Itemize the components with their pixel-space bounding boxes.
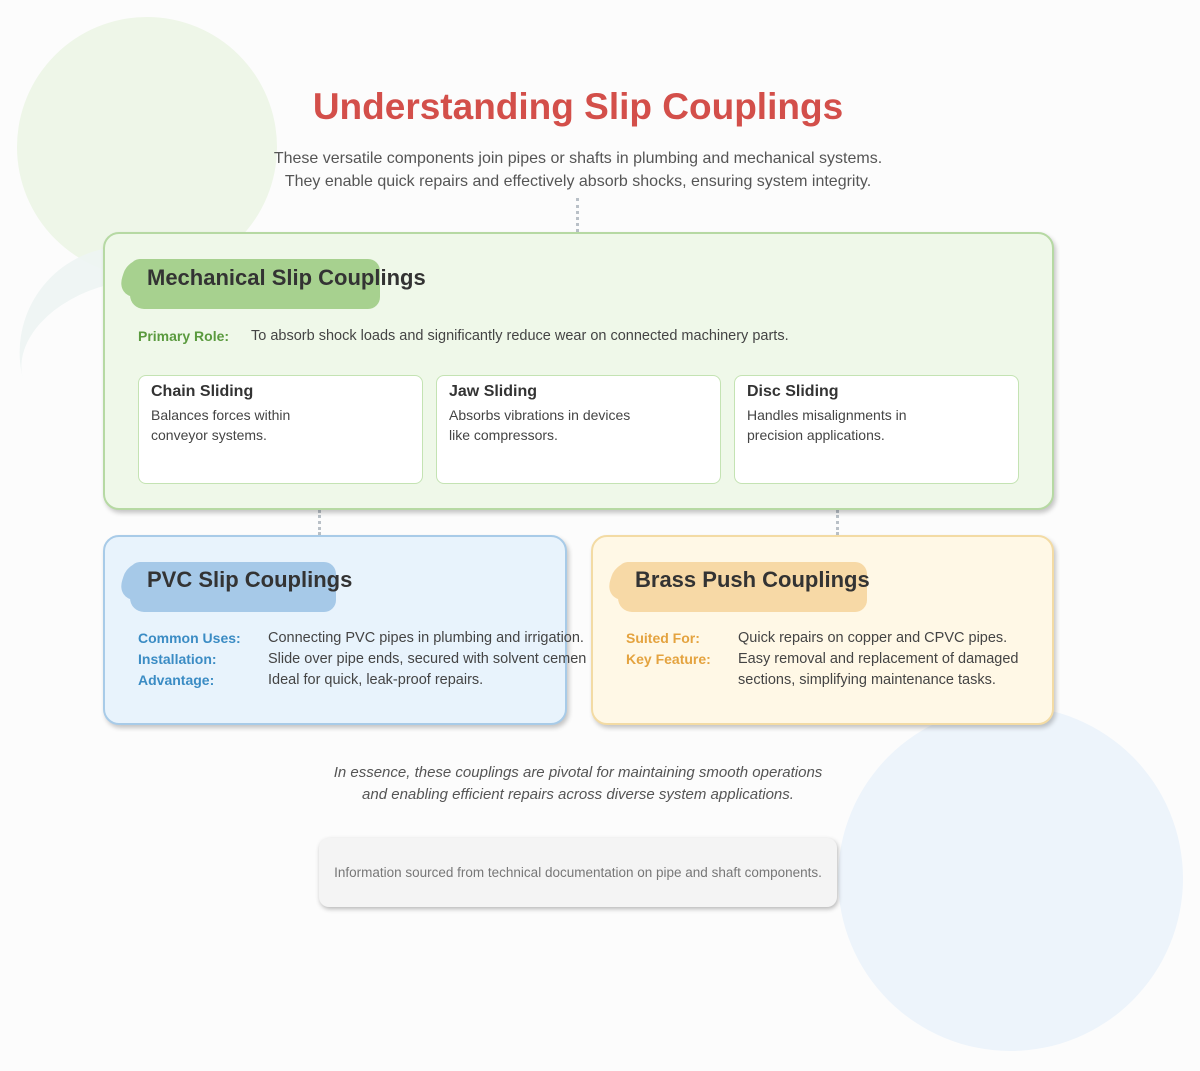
mechanical-heading-tag <box>130 259 380 309</box>
connector-mechanical-brass <box>836 510 839 535</box>
pvc-panel <box>103 535 567 725</box>
source-text: Information sourced from technical docum… <box>334 865 822 880</box>
suited-for-label: Suited For: <box>626 630 700 646</box>
connector-mechanical-pvc <box>318 510 321 535</box>
card-text: like compressors. <box>449 427 558 443</box>
common-uses-label: Common Uses: <box>138 630 241 646</box>
card-title: Jaw Sliding <box>449 383 538 400</box>
disc-sliding-card: Disc Sliding Handles misalignments in pr… <box>734 375 1019 484</box>
chain-sliding-card: Chain Sliding Balances forces within con… <box>138 375 423 484</box>
card-text: Absorbs vibrations in devices <box>449 407 631 423</box>
jaw-sliding-card: Jaw Sliding Absorbs vibrations in device… <box>436 375 721 484</box>
card-title: Chain Sliding <box>151 383 254 400</box>
intro-line-2: They enable quick repairs and effectivel… <box>284 173 872 190</box>
brass-heading-tag <box>618 562 867 612</box>
suited-for-value: Quick repairs on copper and CPVC pipes. <box>738 630 1008 646</box>
installation-value: Slide over pipe ends, secured with solve… <box>268 651 587 667</box>
decorative-circle-blue <box>838 706 1183 1051</box>
key-feature-value-line-1: Easy removal and replacement of damaged <box>738 651 1019 667</box>
mechanical-heading: Mechanical Slip Couplings <box>147 265 426 290</box>
common-uses-value: Connecting PVC pipes in plumbing and irr… <box>268 630 584 646</box>
card-title: Disc Sliding <box>747 383 839 400</box>
key-feature-value-line-2: sections, simplifying maintenance tasks. <box>738 672 996 688</box>
installation-label: Installation: <box>138 651 217 667</box>
card-text: Handles misalignments in <box>747 407 907 423</box>
card-text: Balances forces within <box>151 407 291 423</box>
intro-line-1: These versatile components join pipes or… <box>273 150 883 167</box>
card-text: conveyor systems. <box>151 427 267 443</box>
brass-heading: Brass Push Couplings <box>635 567 870 592</box>
key-feature-label: Key Feature: <box>626 651 711 667</box>
conclusion-line-1: In essence, these couplings are pivotal … <box>333 764 823 781</box>
conclusion-line-2: and enabling efficient repairs across di… <box>362 786 794 803</box>
advantage-value: Ideal for quick, leak-proof repairs. <box>268 672 484 688</box>
pvc-heading: PVC Slip Couplings <box>147 567 353 592</box>
advantage-label: Advantage: <box>138 672 215 688</box>
page-title: Understanding Slip Couplings <box>312 86 844 127</box>
connector-title-mechanical <box>576 198 579 232</box>
primary-role-text: To absorb shock loads and significantly … <box>251 328 789 344</box>
pvc-heading-tag <box>130 562 336 612</box>
card-text: precision applications. <box>747 427 885 443</box>
source-note: Information sourced from technical docum… <box>319 838 837 907</box>
primary-role-label: Primary Role: <box>138 328 230 344</box>
